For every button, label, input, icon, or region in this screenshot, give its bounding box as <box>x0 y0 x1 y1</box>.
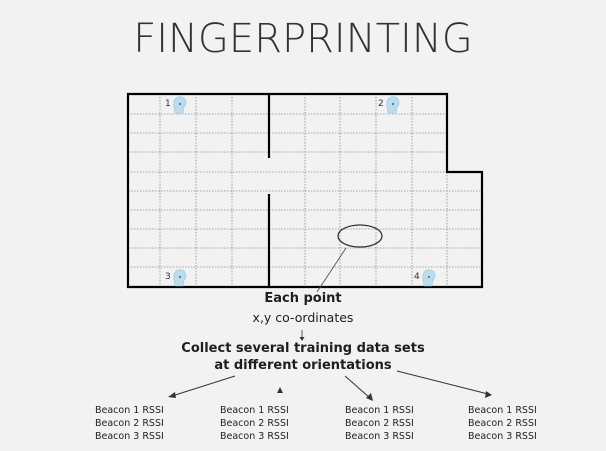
slide-title: FINGERPRINTING <box>133 16 473 62</box>
point-title: Each point <box>264 291 342 306</box>
rssi-row: Beacon 3 RSSI <box>468 431 537 442</box>
beacon-2: 2 <box>378 96 400 114</box>
beacon-1: 1 <box>165 96 187 114</box>
rssi-row: Beacon 3 RSSI <box>220 431 289 442</box>
sample-point-leader <box>316 247 347 293</box>
orientation-set-3: Beacon 1 RSSI Beacon 2 RSSI Beacon 3 RSS… <box>345 404 414 443</box>
beacon-3-label: 3 <box>165 272 171 282</box>
rssi-row: Beacon 1 RSSI <box>345 405 414 416</box>
rssi-row: Beacon 1 RSSI <box>468 405 537 416</box>
rssi-row: Beacon 2 RSSI <box>345 418 414 429</box>
orientation-set-4: Beacon 1 RSSI Beacon 2 RSSI Beacon 3 RSS… <box>468 404 537 443</box>
rssi-row: Beacon 1 RSSI <box>220 405 289 416</box>
rssi-row: Beacon 2 RSSI <box>220 418 289 429</box>
orientation-set-2: Beacon 1 RSSI Beacon 2 RSSI Beacon 3 RSS… <box>220 404 289 443</box>
floor-grid <box>128 94 482 287</box>
collect-line-2: at different orientations <box>214 358 392 373</box>
orientation-arrows <box>168 370 492 401</box>
rssi-row: Beacon 3 RSSI <box>95 431 164 442</box>
beacon-3: 3 <box>165 269 187 287</box>
rssi-row: Beacon 1 RSSI <box>95 405 164 416</box>
point-coords: x,y co-ordinates <box>252 310 354 325</box>
down-arrow <box>299 330 305 341</box>
floor-walls <box>126 92 484 289</box>
rssi-row: Beacon 2 RSSI <box>95 418 164 429</box>
rssi-row: Beacon 2 RSSI <box>468 418 537 429</box>
rssi-row: Beacon 3 RSSI <box>345 431 414 442</box>
beacon-2-label: 2 <box>378 99 384 109</box>
beacon-4-label: 4 <box>414 272 420 282</box>
collect-line-1: Collect several training data sets <box>181 341 425 356</box>
beacon-1-label: 1 <box>165 99 171 109</box>
orientation-set-1: Beacon 1 RSSI Beacon 2 RSSI Beacon 3 RSS… <box>95 404 164 443</box>
beacon-4: 4 <box>414 269 436 287</box>
sample-point-ellipse <box>337 224 383 248</box>
